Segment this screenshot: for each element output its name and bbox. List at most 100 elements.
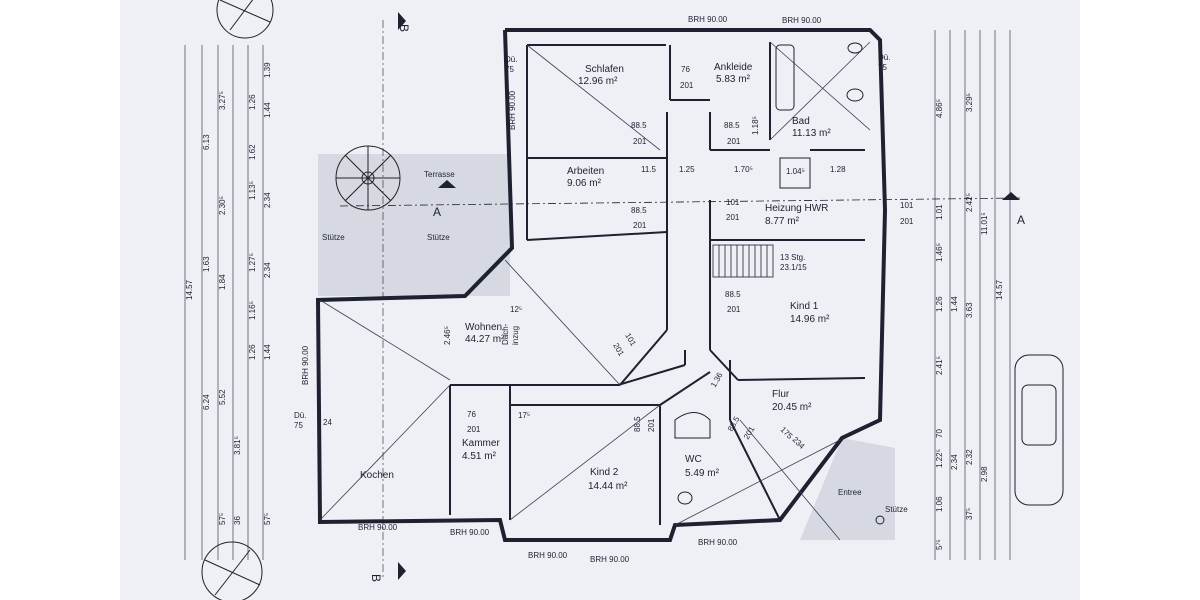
door-label: 88.5 xyxy=(725,290,741,299)
column-icon xyxy=(875,515,885,525)
door-label: 101 xyxy=(623,332,638,349)
door-label: 88.5 xyxy=(631,121,647,130)
room-wohnen-area: 44.27 m² xyxy=(465,334,505,345)
room-kind2-area: 14.44 m² xyxy=(588,481,628,492)
interior-dim: 1.04⁵ xyxy=(786,167,805,176)
room-arbeiten-area: 9.06 m² xyxy=(567,178,602,189)
section-arrow-icon xyxy=(438,180,456,188)
downpipe-label: Dü. xyxy=(294,411,306,420)
dim-left-inner: 5.52 xyxy=(218,389,227,405)
interior-dim: 11.5 xyxy=(641,165,657,174)
door-label: 201 xyxy=(900,217,914,226)
room-wohnen-name: Wohnen xyxy=(465,322,502,333)
dim-left-inner: 2.30⁵ xyxy=(218,196,227,215)
door-label: 201 xyxy=(742,424,757,441)
dim-left-mid: 1.63 xyxy=(202,256,211,272)
room-kind1-area: 14.96 m² xyxy=(790,314,830,325)
door-label: 201 xyxy=(727,305,741,314)
dim-left-col5: 57⁵ xyxy=(263,513,272,525)
dim-left-col5: 1.39 xyxy=(263,62,272,78)
dimension-lines xyxy=(184,30,1011,560)
door-label: 201 xyxy=(633,221,647,230)
door-label: 101 xyxy=(900,201,914,210)
dim-left-col4: 1.27⁵ xyxy=(248,253,257,272)
dim-right-inner: 70 xyxy=(935,429,944,438)
downpipe-label: 75 xyxy=(505,65,514,74)
room-flur-name: Flur xyxy=(772,389,790,400)
interior-dim: 2.46⁵ xyxy=(443,326,452,345)
column-label: Stütze xyxy=(427,233,450,242)
room-flur-area: 20.45 m² xyxy=(772,402,812,413)
tree-icon xyxy=(216,0,274,39)
interior-dim: 1.25 xyxy=(679,165,695,174)
interior-dim: 24 xyxy=(323,418,332,427)
window-label: BRH 90.00 xyxy=(450,528,490,537)
downpipe-label: 75 xyxy=(878,63,887,72)
floor-plan: Schlafen 12.96 m² Ankleide 5.83 m² Bad 1… xyxy=(184,0,1064,600)
dim-left-col4: 1.16⁵ xyxy=(248,301,257,320)
dim-left-col5: 1.44 xyxy=(263,344,272,360)
room-entree-name: Entree xyxy=(838,488,862,497)
door-label: 88.5 xyxy=(724,121,740,130)
downpipe-label: Dü. xyxy=(505,55,517,64)
car-icon xyxy=(1014,354,1064,506)
dim-right-col4: 2.32 xyxy=(965,449,974,465)
door-label: 101 xyxy=(726,198,740,207)
room-arbeiten-name: Arbeiten xyxy=(567,166,604,177)
dim-left-col4: 1.26 xyxy=(248,94,257,110)
dim-right-inner: 2.41⁵ xyxy=(935,356,944,375)
section-line-a xyxy=(339,197,1021,207)
room-ankleide-name: Ankleide xyxy=(714,62,753,73)
dim-right-mid: 3.63 xyxy=(965,302,974,318)
dim-left-outer: 14.57 xyxy=(185,279,194,300)
door-label: 88.5 xyxy=(633,416,642,432)
terrace-area xyxy=(318,154,510,296)
door-label: 201 xyxy=(727,137,741,146)
room-schlafen-area: 12.96 m² xyxy=(578,76,618,87)
dim-left-col5: 2.34 xyxy=(263,262,272,278)
dim-right-col4: 37⁵ xyxy=(965,508,974,520)
staircase xyxy=(712,244,774,278)
room-schlafen-name: Schlafen xyxy=(585,64,624,75)
bath-fixtures xyxy=(674,42,885,525)
door-label: 201 xyxy=(467,425,481,434)
window-label: BRH 90.00 xyxy=(590,555,630,564)
dim-right-col4: 2.34 xyxy=(950,454,959,470)
roof-hatch-label: Dach- xyxy=(501,323,510,345)
wc-sink-icon xyxy=(674,412,711,439)
dim-left-col4: 36 xyxy=(233,516,242,525)
door-label: 234 xyxy=(791,435,807,451)
dim-left-col4: 57⁵ xyxy=(218,513,227,525)
dim-right-inner: 5⁷⁵ xyxy=(935,539,944,550)
room-kind2-name: Kind 2 xyxy=(590,467,619,478)
section-a-left: A xyxy=(433,205,441,219)
door-label: 201 xyxy=(611,342,626,359)
door-label: 76 xyxy=(467,410,476,419)
door-label: 1.36 xyxy=(709,371,725,389)
window-label: BRH 90.00 xyxy=(688,15,728,24)
room-ankleide-area: 5.83 m² xyxy=(716,74,751,85)
dim-left-col4: 1.62 xyxy=(248,144,257,160)
downpipe-label: 75 xyxy=(294,421,303,430)
dim-left-inner: 3.27⁵ xyxy=(218,91,227,110)
dim-right-col4: 2.42⁵ xyxy=(965,193,974,212)
door-label: 201 xyxy=(647,418,656,432)
entrance-area xyxy=(800,438,895,540)
dim-right-inner: 1.26 xyxy=(935,296,944,312)
window-label: BRH 90.00 xyxy=(698,538,738,547)
room-wc-area: 5.49 m² xyxy=(685,468,720,479)
window-label: BRH 90.00 xyxy=(782,16,822,25)
dim-right-inner: 1.06 xyxy=(935,496,944,512)
room-kammer-name: Kammer xyxy=(462,438,500,449)
outer-walls xyxy=(315,28,888,542)
room-heizung-name: Heizung HWR xyxy=(765,203,828,214)
stairs-ratio-label: 23.1/15 xyxy=(780,263,807,272)
dim-left-col4: 1.26 xyxy=(248,344,257,360)
door-label: 88.5 xyxy=(726,415,742,433)
column-label: Stütze xyxy=(885,505,908,514)
section-arrow-icon xyxy=(398,562,406,580)
dim-right-col4: 1.44 xyxy=(950,296,959,312)
tree-icon xyxy=(201,541,263,600)
sink-icon xyxy=(847,42,863,54)
dim-right-inner: 1.46⁵ xyxy=(935,243,944,262)
